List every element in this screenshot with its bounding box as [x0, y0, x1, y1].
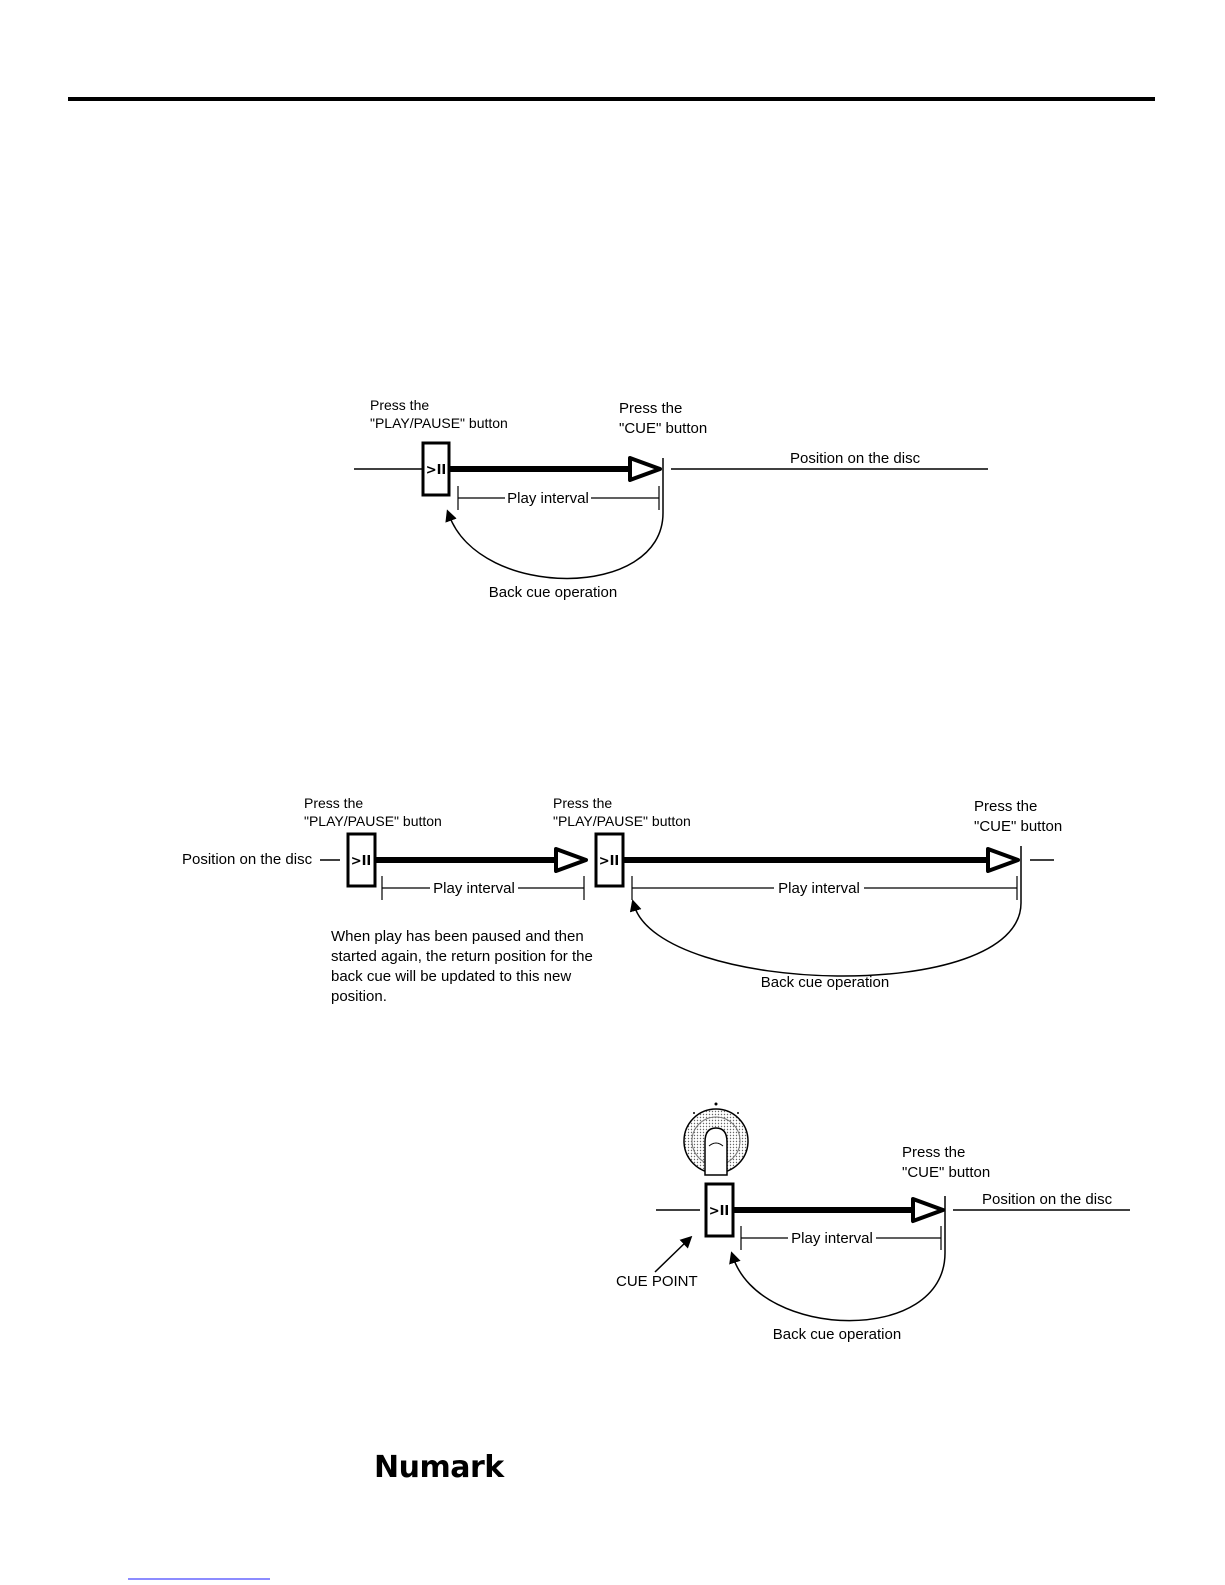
play-interval-label: Play interval [791, 1230, 873, 1247]
play-pause-glyph: >II [351, 854, 372, 869]
play-pause-glyph: >II [709, 1204, 730, 1219]
play-pause-glyph: >II [599, 854, 620, 869]
play-pause-button-b-icon: >II [594, 832, 625, 888]
back-cue-label: Back cue operation [489, 584, 617, 601]
press-cue-label-line1: Press the [902, 1144, 965, 1161]
play-interval-a-label: Play interval [433, 880, 515, 897]
cue-point-label: CUE POINT [616, 1273, 698, 1290]
pause-note: When play has been paused and then start… [331, 928, 593, 1005]
note-line-3: back cue will be updated to this new [331, 968, 571, 985]
diagram-back-cue-updated: Press the "PLAY/PAUSE" button Press the … [182, 795, 1062, 1005]
back-cue-arrow [445, 509, 664, 580]
press-play-a-label-line2: "PLAY/PAUSE" button [304, 813, 442, 829]
note-line-4: position. [331, 988, 387, 1005]
press-cue-label-line2: "CUE" button [902, 1164, 990, 1181]
numark-logo: Numark [374, 1450, 505, 1485]
press-play-a-label-line1: Press the [304, 795, 363, 811]
back-cue-label: Back cue operation [773, 1326, 901, 1343]
back-cue-arrow [729, 1251, 946, 1322]
header-rule [68, 97, 1155, 101]
play-pause-glyph: >II [426, 463, 447, 478]
position-on-disc-label: Position on the disc [982, 1191, 1113, 1208]
play-pause-button-icon: >II [704, 1182, 735, 1238]
press-cue-label-line1: Press the [974, 798, 1037, 815]
press-play-b-label-line2: "PLAY/PAUSE" button [553, 813, 691, 829]
press-cue-label-line2: "CUE" button [619, 420, 707, 437]
position-on-disc-label: Position on the disc [182, 851, 313, 868]
play-arrowhead-icon [911, 1197, 945, 1223]
play-interval-b-label: Play interval [778, 880, 860, 897]
press-cue-label-line1: Press the [619, 400, 682, 417]
position-on-disc-label: Position on the disc [790, 450, 921, 467]
diagram-cue-point: Press the "CUE" button >II Position on t… [616, 1102, 1130, 1343]
play-arrowhead-a-icon [554, 847, 588, 873]
press-play-b-label-line1: Press the [553, 795, 612, 811]
diagram-back-cue-basic: Press the "PLAY/PAUSE" button Press the … [354, 397, 988, 601]
play-pause-button-icon: >II [421, 441, 451, 497]
cue-point-arrow [654, 1235, 693, 1273]
finger-press-icon [683, 1102, 749, 1176]
press-cue-label-line2: "CUE" button [974, 818, 1062, 835]
press-play-label-line2: "PLAY/PAUSE" button [370, 415, 508, 431]
back-cue-arrow [629, 899, 1022, 977]
note-line-1: When play has been paused and then [331, 928, 584, 945]
play-interval-label: Play interval [507, 490, 589, 507]
back-cue-label: Back cue operation [761, 974, 889, 991]
play-arrowhead-icon [628, 456, 662, 482]
press-play-label-line1: Press the [370, 397, 429, 413]
play-pause-button-a-icon: >II [346, 832, 377, 888]
note-line-2: started again, the return position for t… [331, 948, 593, 965]
play-arrowhead-b-icon [986, 847, 1020, 873]
